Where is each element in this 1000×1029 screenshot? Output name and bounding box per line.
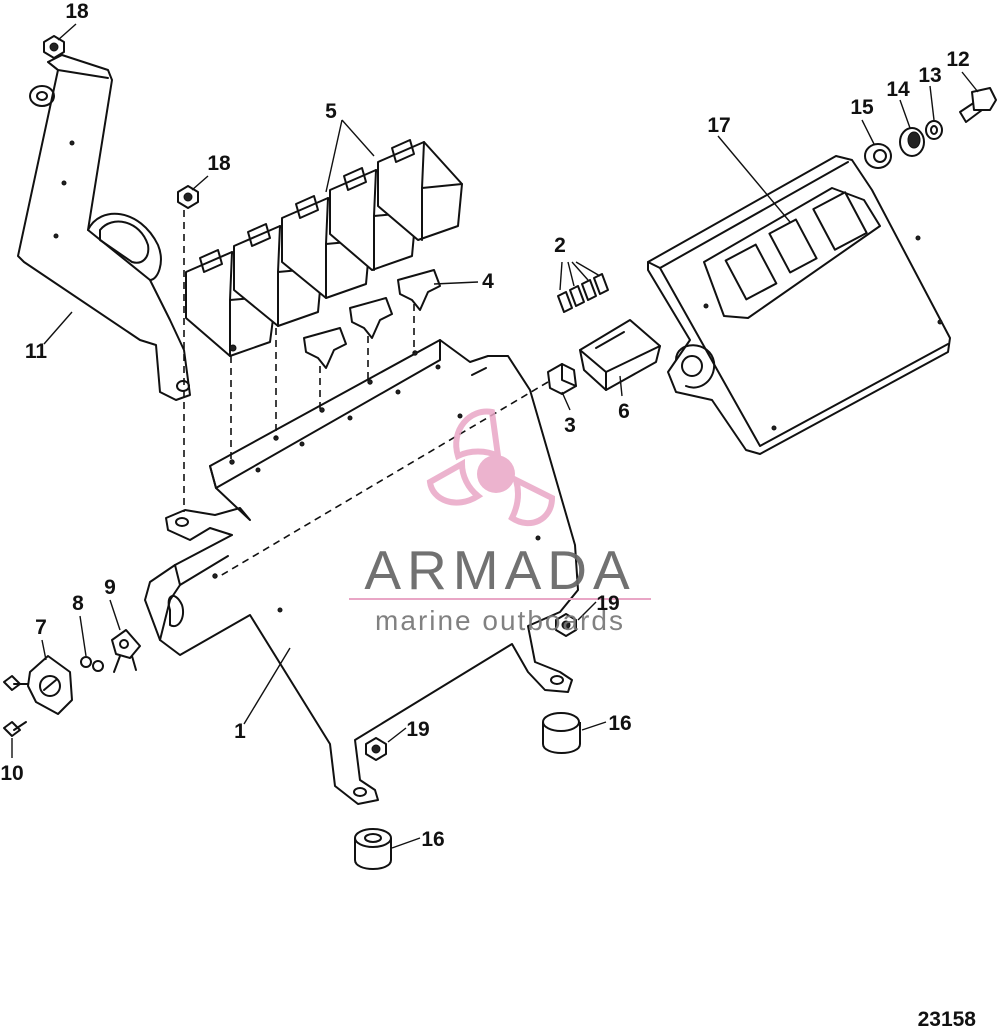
propeller-logo <box>426 408 556 527</box>
callout-3: 3 <box>564 414 576 437</box>
nuts-8 <box>80 656 104 672</box>
nut-18-top <box>43 35 65 59</box>
circuit-breaker-7 <box>27 655 73 715</box>
bolt-12 <box>959 87 997 123</box>
callout-12: 12 <box>946 48 969 71</box>
callout-18-top: 18 <box>65 0 89 23</box>
fuse-block-6 <box>579 319 661 391</box>
nut-18-relay <box>177 185 199 209</box>
callout-1: 1 <box>234 720 246 743</box>
spacer-16-upper <box>542 712 581 754</box>
screw-10-lower <box>3 721 27 737</box>
callout-7: 7 <box>35 616 47 639</box>
screw-10-upper <box>3 675 29 691</box>
spacer-15 <box>864 143 892 169</box>
callout-17: 17 <box>707 114 730 137</box>
leader-lines <box>11 23 979 849</box>
callout-8: 8 <box>72 592 84 615</box>
callout-5: 5 <box>325 100 337 123</box>
spacer-16-lower <box>354 828 392 870</box>
relay-group-5 <box>185 139 463 357</box>
nut-19-right <box>555 613 577 637</box>
main-bracket-1 <box>144 339 579 805</box>
callout-2: 2 <box>554 234 566 257</box>
callout-14: 14 <box>886 78 910 101</box>
callout-16-lower: 16 <box>421 828 444 851</box>
relay <box>377 139 463 241</box>
callout-4: 4 <box>482 270 494 293</box>
callout-11: 11 <box>25 340 48 363</box>
callout-13: 13 <box>918 64 941 87</box>
callout-9: 9 <box>104 576 116 599</box>
fuses-2 <box>557 273 609 313</box>
ecm-module-17 <box>647 155 951 455</box>
watermark-tagline: marine outboards <box>375 605 625 636</box>
callout-19-lower: 19 <box>406 718 429 741</box>
callout-16-upper: 16 <box>608 712 631 735</box>
callout-10: 10 <box>0 762 23 785</box>
callout-15: 15 <box>850 96 874 119</box>
nut-19-lower <box>365 737 387 761</box>
washer-13 <box>925 120 943 140</box>
armada-watermark: ARMADA marine outboards <box>349 408 651 636</box>
callout-19-right: 19 <box>596 592 619 615</box>
terminals-9 <box>111 629 141 673</box>
grommet-14 <box>899 127 925 157</box>
connector-3 <box>547 363 577 395</box>
fuse-holders-4 <box>303 269 441 369</box>
callout-labels: 18 18 5 2 4 3 6 17 15 14 13 12 11 1 7 8 … <box>0 0 976 1029</box>
watermark-brand: ARMADA <box>364 539 635 601</box>
figure-number: 23158 <box>918 1008 977 1029</box>
callout-6: 6 <box>618 400 630 423</box>
bracket-11 <box>17 54 191 401</box>
callout-18-relay: 18 <box>207 152 231 175</box>
